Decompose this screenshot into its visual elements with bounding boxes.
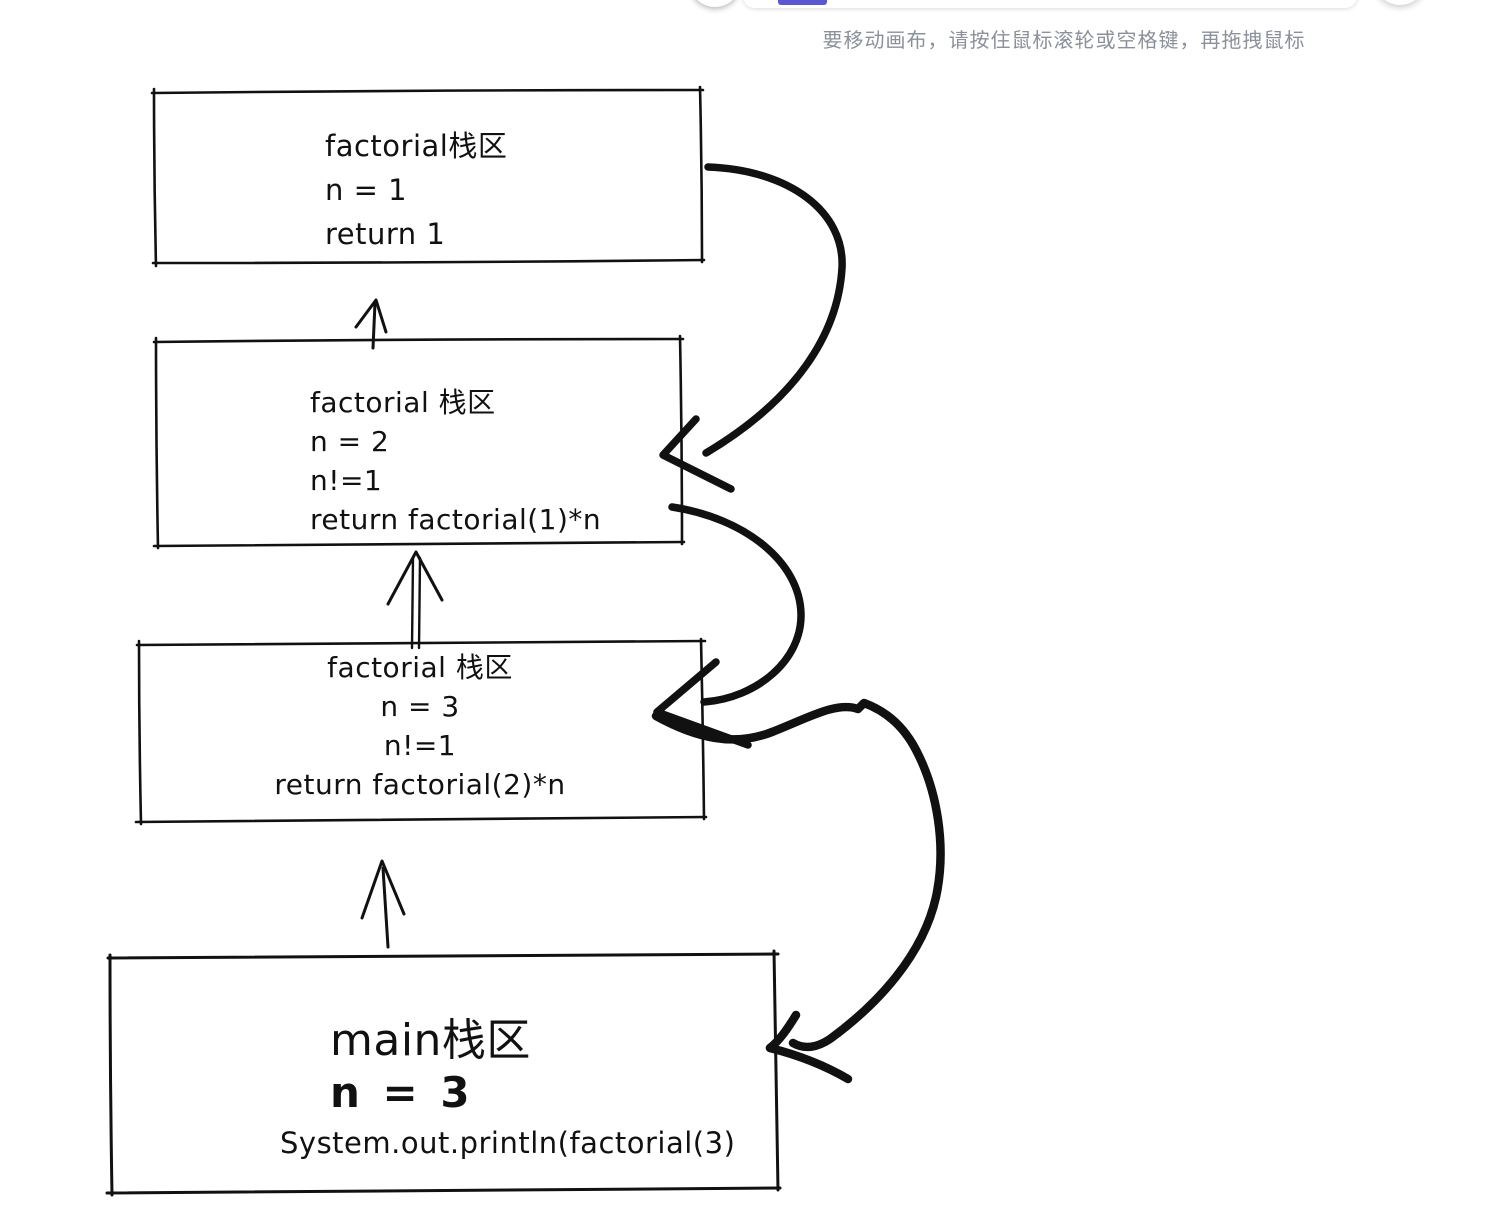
stack-frame-main-box[interactable] <box>105 949 782 1197</box>
frame-factorial-n1-text[interactable]: factorial栈区 n = 1 return 1 <box>325 124 507 256</box>
call-arrow-main-to-n3[interactable] <box>360 859 406 949</box>
box2-left[interactable] <box>154 336 160 550</box>
frame-line[interactable]: n = 3 <box>380 690 460 723</box>
arrow-head-lower[interactable] <box>765 1043 853 1084</box>
toolbar[interactable] <box>743 0 1357 8</box>
frame-line[interactable]: n!=1 <box>383 729 457 762</box>
box1-left[interactable] <box>152 87 158 268</box>
arrow-shaft-right[interactable] <box>417 556 422 650</box>
arrow-shaft-left[interactable] <box>410 556 415 650</box>
frame-factorial-n2-text[interactable]: factorial 栈区 n = 2 n!=1 return factorial… <box>310 383 601 539</box>
box3-left[interactable] <box>137 639 143 826</box>
frame-line[interactable]: return factorial(2)*n <box>274 768 566 801</box>
box4-right[interactable] <box>772 949 780 1192</box>
call-arrow-n3-to-n2[interactable] <box>386 550 444 650</box>
curve[interactable] <box>702 163 846 457</box>
box1-top[interactable] <box>150 88 705 95</box>
frame-line[interactable]: n!=1 <box>310 464 383 497</box>
arrow-head[interactable] <box>659 415 735 493</box>
selected-tool-indicator[interactable] <box>778 0 827 5</box>
box4-top[interactable] <box>106 952 780 960</box>
frame-factorial-n3-text[interactable]: factorial 栈区 n = 3 n!=1 return factorial… <box>140 648 700 804</box>
return-arrow-n1-to-n2[interactable] <box>659 163 846 493</box>
box3-bottom[interactable] <box>134 815 708 824</box>
call-arrow-n2-to-n1[interactable] <box>354 298 388 350</box>
arrow-head[interactable] <box>360 859 406 920</box>
frame-line[interactable]: n = 2 <box>310 425 390 458</box>
frame-title[interactable]: factorial栈区 <box>325 129 508 163</box>
box2-top[interactable] <box>152 337 685 344</box>
frame-line[interactable]: return factorial(1)*n <box>310 503 602 536</box>
arrow-shaft[interactable] <box>381 866 390 949</box>
curve[interactable] <box>668 503 805 706</box>
floating-button-right[interactable] <box>1374 0 1426 5</box>
curve[interactable] <box>651 698 945 1052</box>
return-arrow-n3-to-main[interactable] <box>651 698 945 1084</box>
box2-bottom[interactable] <box>152 540 686 548</box>
frame-title[interactable]: factorial 栈区 <box>327 651 513 684</box>
frame-main-var[interactable]: n = 3 <box>330 1068 474 1117</box>
floating-button-left[interactable] <box>689 0 741 7</box>
frame-main-call[interactable]: System.out.println(factorial(3) <box>280 1126 736 1160</box>
box3-top[interactable] <box>135 639 707 647</box>
frame-main-title[interactable]: main栈区 <box>330 1015 531 1066</box>
stack-frame-factorial-n1-box[interactable] <box>150 85 706 268</box>
arrow-shaft[interactable] <box>371 301 377 350</box>
frame-line[interactable]: return 1 <box>325 217 446 251</box>
arrow-head[interactable] <box>354 298 388 334</box>
box1-bottom[interactable] <box>151 258 706 265</box>
frame-title[interactable]: factorial 栈区 <box>310 386 496 419</box>
canvas-pan-hint: 要移动画布，请按住鼠标滚轮或空格键，再拖拽鼠标 <box>822 28 1306 52</box>
box1-right[interactable] <box>698 85 704 264</box>
frame-line[interactable]: n = 1 <box>325 173 408 207</box>
box4-left[interactable] <box>108 953 114 1197</box>
arrow-head[interactable] <box>386 550 444 606</box>
box4-bottom[interactable] <box>105 1186 782 1195</box>
